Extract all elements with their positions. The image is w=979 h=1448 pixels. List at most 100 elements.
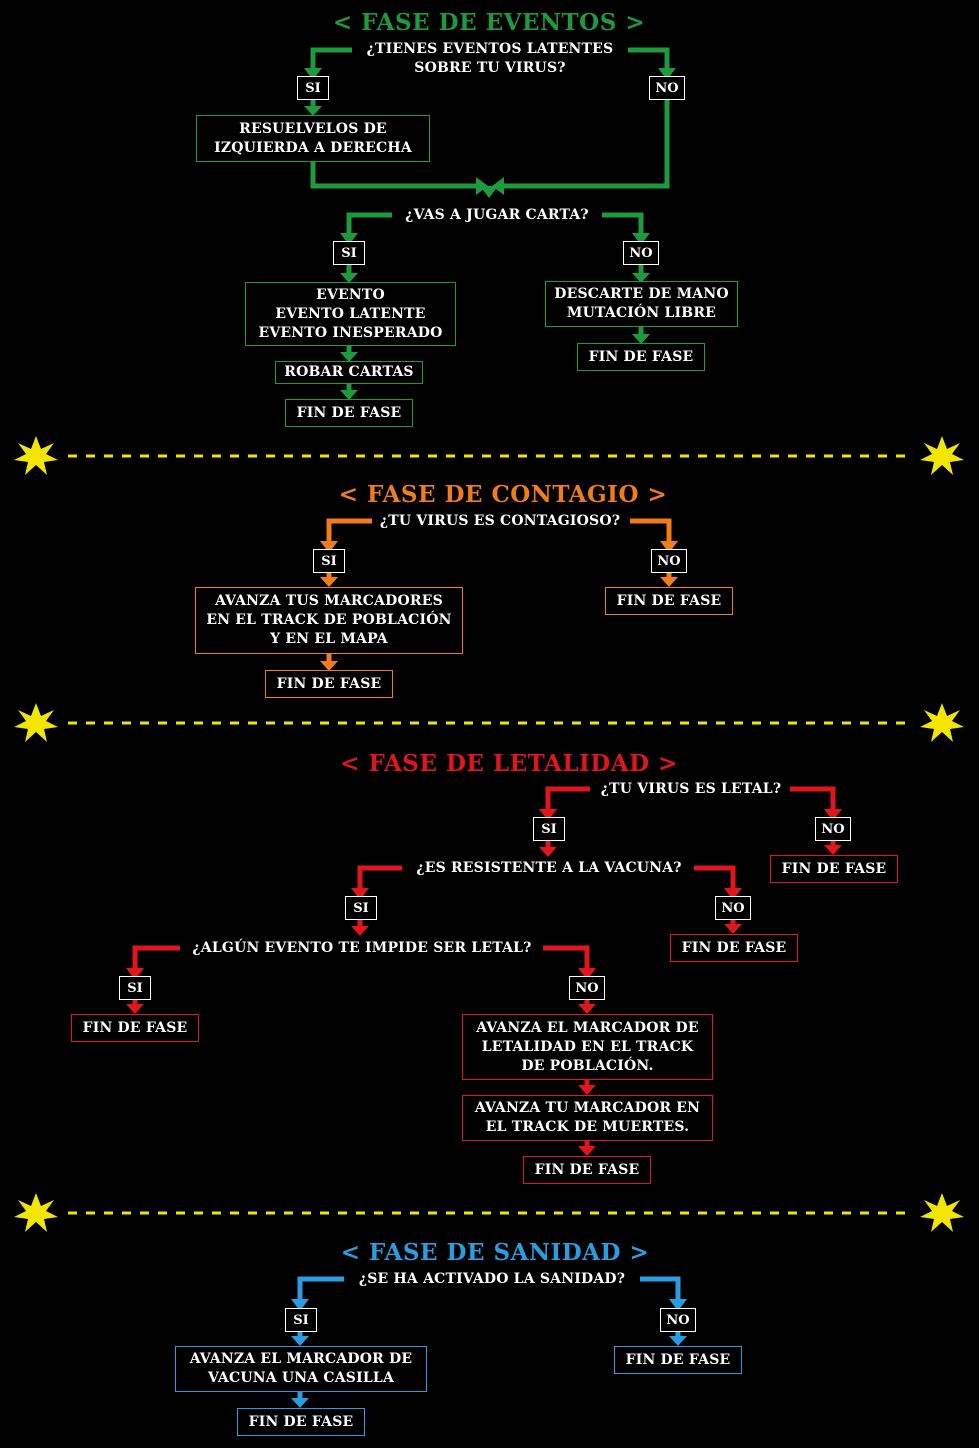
- letalidad-q2-left-connector: [357, 865, 402, 890]
- arrow-head: [126, 1004, 144, 1014]
- arrow-head: [351, 926, 369, 936]
- arrow-head: [351, 888, 369, 900]
- arrow-head: [632, 273, 650, 283]
- sanidad-end-phase-right: FIN DE FASE: [614, 1346, 742, 1374]
- arrow-head: [340, 233, 358, 245]
- arrow-head: [632, 233, 650, 245]
- arrow-head: [340, 273, 358, 283]
- arrow-head: [539, 809, 557, 821]
- eventos-events-box: EVENTO EVENTO LATENTE EVENTO INESPERADO: [245, 282, 456, 346]
- sanidad-phase-title: < FASE DE SANIDAD >: [340, 1239, 650, 1266]
- eventos-end-phase-right: FIN DE FASE: [577, 343, 705, 371]
- eventos-q1-right-connector: [628, 47, 670, 70]
- eventos-no-tag-2: NO: [623, 241, 659, 265]
- arrow-head: [658, 68, 676, 80]
- arrow-head: [291, 1398, 309, 1408]
- eventos-resolve-box: RESUELVELOS DE IZQUIERDA A DERECHA: [196, 115, 430, 162]
- letalidad-end-phase-2: FIN DE FASE: [670, 934, 798, 962]
- letalidad-q1-left-connector: [545, 786, 590, 811]
- letalidad-q3-left-connector: [132, 945, 180, 970]
- letalidad-end-phase-3: FIN DE FASE: [71, 1014, 199, 1042]
- arrow-head: [578, 1004, 596, 1014]
- contagio-q1-left-connector: [326, 518, 372, 543]
- arrow-head: [660, 577, 678, 587]
- arrow-head: [824, 845, 842, 855]
- contagio-yes-tag: SI: [313, 549, 345, 573]
- letalidad-q1-right-connector: [790, 786, 836, 811]
- eventos-no-tag: NO: [649, 76, 685, 100]
- contagio-end-phase-left: FIN DE FASE: [265, 670, 393, 698]
- eventos-no1-merge-connector: [502, 100, 670, 189]
- contagio-arrowheads: [320, 541, 678, 671]
- contagio-no-tag: NO: [651, 549, 687, 573]
- contagio-question-contagious: ¿TU VIRUS ES CONTAGIOSO?: [379, 513, 621, 529]
- arrow-head: [340, 352, 358, 362]
- contagio-advance-box: AVANZA TUS MARCADORES EN EL TRACK DE POB…: [195, 587, 463, 654]
- eventos-resolve-merge-connector: [310, 162, 478, 189]
- letalidad-no-tag-3: NO: [569, 976, 605, 1000]
- arrow-head: [578, 968, 596, 980]
- eventos-draw-cards-box: ROBAR CARTAS: [275, 361, 423, 384]
- letalidad-yes-tag-3: SI: [119, 976, 151, 1000]
- arrow-head: [304, 68, 322, 80]
- arrow-head: [480, 186, 498, 198]
- explosion-icon: [920, 1193, 964, 1232]
- sanidad-no-tag: NO: [660, 1308, 696, 1332]
- arrow-head: [320, 661, 338, 671]
- sanidad-advance-vaccine-box: AVANZA EL MARCADOR DE VACUNA UNA CASILLA: [175, 1346, 427, 1392]
- sanidad-end-phase-left: FIN DE FASE: [237, 1408, 365, 1436]
- explosion-icon: [14, 703, 58, 742]
- sanidad-q1-left-connector: [297, 1276, 344, 1301]
- arrow-head: [632, 334, 650, 344]
- arrow-head: [660, 541, 678, 553]
- sanidad-question-activated: ¿SE HA ACTIVADO LA SANIDAD?: [358, 1271, 626, 1287]
- eventos-q2-left-connector: [346, 212, 392, 235]
- eventos-connectors: [310, 47, 670, 392]
- eventos-arrowheads: [304, 68, 676, 400]
- arrow-head: [320, 541, 338, 553]
- letalidad-phase-title: < FASE DE LETALIDAD >: [340, 750, 678, 777]
- letalidad-end-phase-4: FIN DE FASE: [523, 1156, 651, 1184]
- arrow-head: [304, 106, 322, 116]
- arrow-head: [724, 888, 742, 900]
- letalidad-q2-right-connector: [694, 865, 736, 890]
- explosion-icon: [14, 436, 58, 475]
- arrow-head: [724, 924, 742, 934]
- letalidad-question-resistant: ¿ES RESISTENTE A LA VACUNA?: [416, 860, 682, 876]
- separator-1: [14, 436, 964, 475]
- arrow-head: [669, 1336, 687, 1346]
- letalidad-arrowheads: [126, 809, 842, 1156]
- letalidad-question-lethal: ¿TU VIRUS ES LETAL?: [600, 781, 782, 797]
- arrow-head: [578, 1146, 596, 1156]
- arrow-head: [539, 847, 557, 857]
- letalidad-q3-right-connector: [543, 945, 590, 970]
- separator-3: [14, 1193, 964, 1232]
- sanidad-q1-right-connector: [640, 1276, 681, 1301]
- eventos-q2-right-connector: [602, 212, 644, 235]
- letalidad-no-tag-2: NO: [715, 896, 751, 920]
- contagio-q1-right-connector: [630, 518, 672, 543]
- eventos-yes-tag-2: SI: [333, 241, 365, 265]
- arrow-head: [340, 390, 358, 400]
- arrow-head: [291, 1336, 309, 1346]
- letalidad-no-tag-1: NO: [815, 817, 851, 841]
- letalidad-question-event-prevents: ¿ALGÚN EVENTO TE IMPIDE SER LETAL?: [192, 940, 532, 956]
- contagio-end-phase-right: FIN DE FASE: [605, 587, 733, 615]
- eventos-yes-tag: SI: [297, 76, 329, 100]
- eventos-discard-box: DESCARTE DE MANO MUTACIÓN LIBRE: [545, 281, 738, 327]
- eventos-end-phase-left: FIN DE FASE: [285, 399, 413, 427]
- separator-2: [14, 703, 964, 742]
- arrow-head: [578, 1085, 596, 1095]
- explosion-icon: [920, 703, 964, 742]
- arrow-head: [824, 809, 842, 821]
- contagio-phase-title: < FASE DE CONTAGIO >: [338, 481, 668, 508]
- eventos-q1-left-connector: [310, 47, 352, 70]
- arrow-head: [126, 968, 144, 980]
- arrow-head: [291, 1299, 309, 1311]
- letalidad-yes-tag-1: SI: [533, 817, 565, 841]
- letalidad-advance-lethality-box: AVANZA EL MARCADOR DE LETALIDAD EN EL TR…: [462, 1014, 713, 1080]
- explosion-icon: [920, 436, 964, 475]
- eventos-phase-title: < FASE DE EVENTOS >: [332, 9, 646, 36]
